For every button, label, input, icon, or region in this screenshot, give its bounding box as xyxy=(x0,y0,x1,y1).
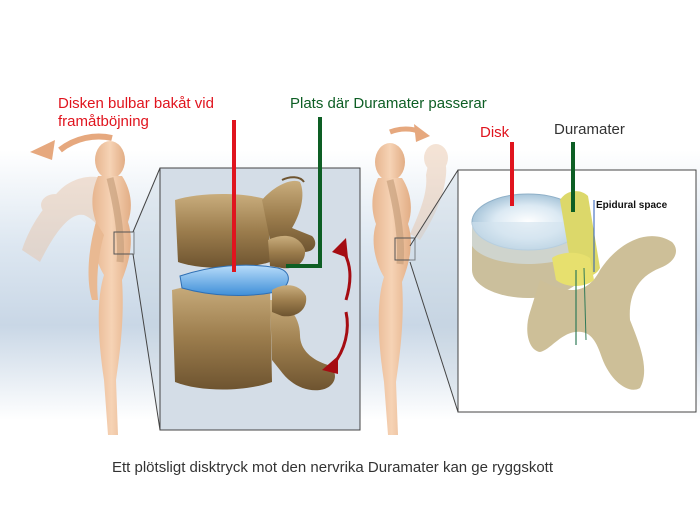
lower-pedicle xyxy=(272,285,307,317)
disc-label: Disk xyxy=(480,124,510,141)
dural-sac xyxy=(552,191,600,345)
left-figure-standing xyxy=(88,141,135,435)
duramater-label: Duramater xyxy=(554,121,625,138)
diagram-caption: Ett plötsligt disktryck mot den nervrika… xyxy=(112,459,554,476)
left-bend-arrow xyxy=(58,133,113,153)
lower-vertebra xyxy=(172,284,335,391)
dura-passage-pointer xyxy=(286,117,322,268)
pedicle-upper-right xyxy=(268,235,306,269)
epidural-space-label: Epidural space xyxy=(596,200,668,211)
dura-passage-label: Plats där Duramater passerar xyxy=(290,95,487,112)
bend-motion-arrows xyxy=(322,238,352,374)
left-spine-highlight-box xyxy=(113,231,135,255)
disc-bulge-label-line2: framåtböjning xyxy=(58,113,149,130)
right-figure-bending-ghost xyxy=(410,144,448,240)
right-figure-standing xyxy=(372,143,416,435)
upper-vertebra xyxy=(175,176,316,268)
right-spine-highlight-box xyxy=(394,237,416,261)
disc-bulge-label-line1: Disken bulbar bakåt vid xyxy=(58,95,214,112)
intervertebral-disc xyxy=(179,264,289,296)
